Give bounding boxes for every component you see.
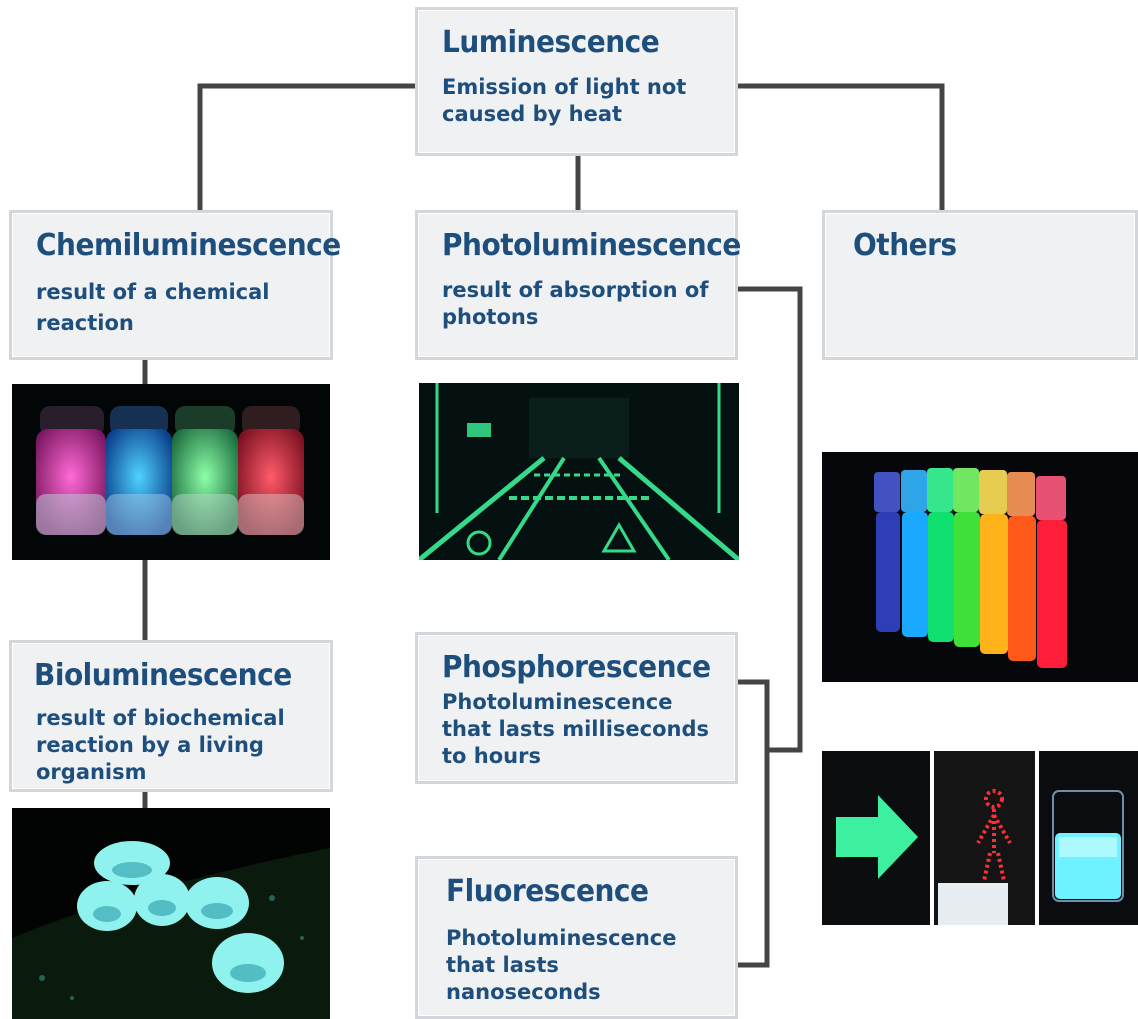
photoluminescent-corridor-image [419, 383, 739, 560]
colored-glowing-vials-image [822, 452, 1138, 682]
photoluminescence-box: Photoluminescence result of absorption o… [415, 210, 741, 360]
photoluminescence-title: Photoluminescence [442, 227, 741, 263]
phosphorescence-box: Phosphorescence Photoluminescence that l… [415, 632, 738, 784]
others-title: Others [853, 227, 957, 263]
bioluminescent-mushrooms-image [12, 808, 330, 1019]
luminescence-box: Luminescence Emission of light not cause… [415, 7, 738, 156]
luminescence-title: Luminescence [442, 24, 660, 60]
bioluminescence-box: Bioluminescence result of biochemical re… [9, 640, 333, 792]
connector-root-to-chemi [197, 83, 415, 212]
pedestrian-signal-image [934, 751, 1035, 925]
chemiluminescence-desc: result of a chemical reaction [36, 280, 270, 335]
chemiluminescence-vials-image [12, 384, 330, 560]
others-box: Others [822, 210, 1138, 360]
phosphorescence-title: Phosphorescence [442, 649, 711, 685]
fluorescence-desc: Photoluminescence that lasts nanoseconds [446, 926, 677, 1004]
luminescence-desc: Emission of light not caused by heat [442, 75, 687, 126]
photoluminescence-desc: result of absorption of photons [442, 278, 709, 329]
bioluminescence-desc: result of biochemical reaction by a livi… [36, 706, 285, 784]
bioluminescence-title: Bioluminescence [34, 657, 292, 693]
chemiluminescence-box: Chemiluminescence result of a chemical r… [9, 210, 341, 360]
connector-root-to-others [738, 83, 945, 212]
connector-phos-fluor-bracket [738, 679, 770, 968]
connector-photo-bracket [738, 286, 803, 753]
fluorescent-beaker-image [1039, 751, 1138, 925]
chemiluminescence-title: Chemiluminescence [36, 227, 341, 263]
phosphorescence-desc: Photoluminescence that lasts millisecond… [442, 690, 710, 768]
fluorescence-box: Fluorescence Photoluminescence that last… [415, 856, 738, 1019]
fluorescence-title: Fluorescence [446, 873, 649, 909]
glowing-arrow-sign-image [822, 751, 930, 925]
